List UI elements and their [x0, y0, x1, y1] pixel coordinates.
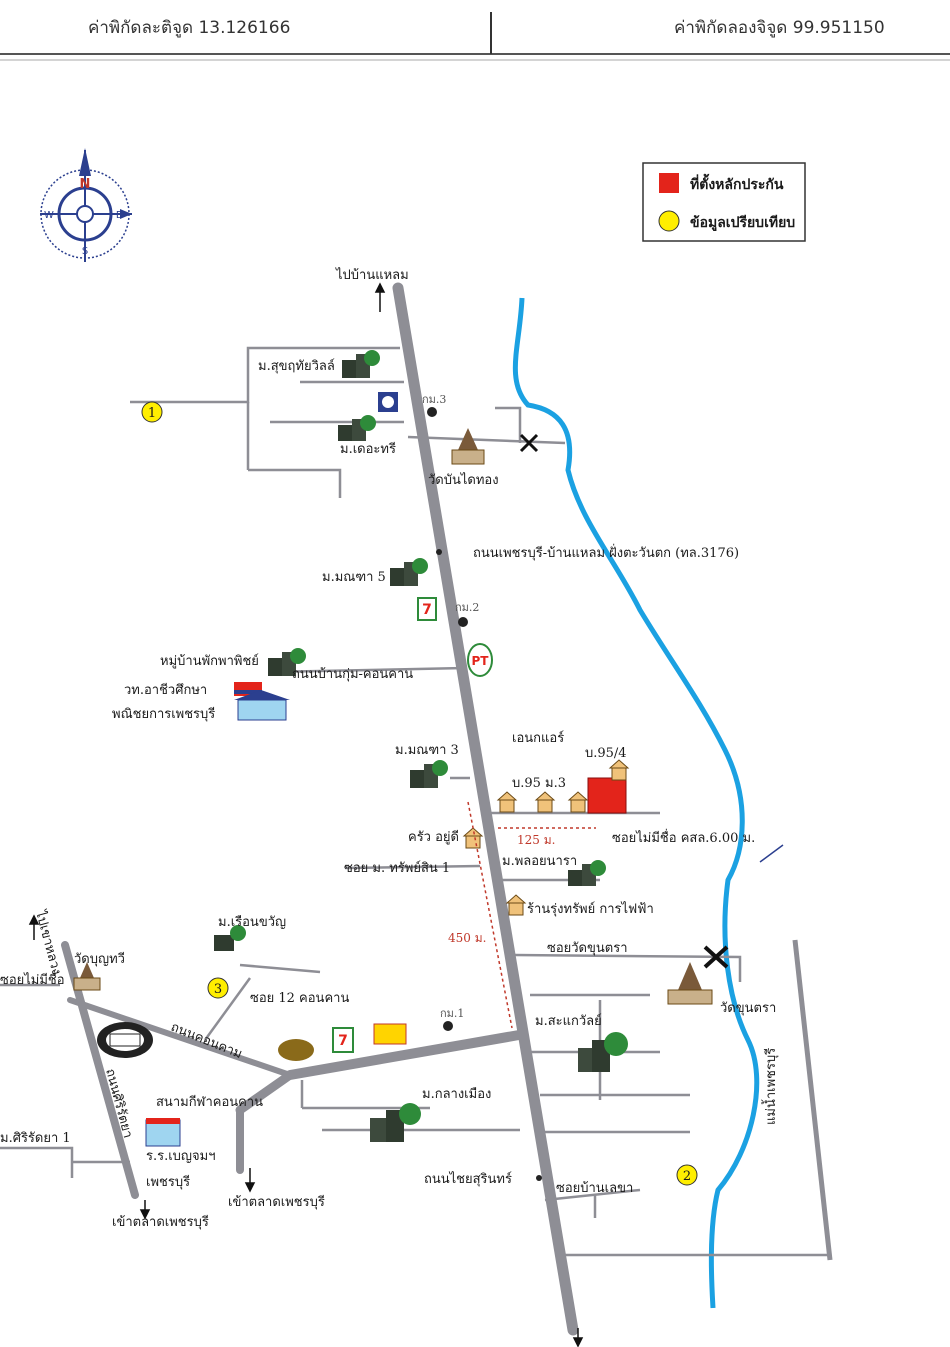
stadium-icon: [97, 1022, 153, 1058]
legend-comparable-label: ข้อมูลเปรียบเทียบ: [690, 215, 795, 231]
label-wat-boon: วัดบุญทวี: [74, 951, 125, 967]
main-road: [392, 282, 579, 1336]
label-to-left: ไปเขาหลวง: [32, 908, 65, 976]
seven-eleven-icon: 7: [417, 597, 437, 621]
label-km3: กม.3: [422, 393, 446, 406]
label-ruangsap: ร้านรุ่งทรัพย์ การไฟฟ้า: [527, 901, 654, 917]
km1-marker: [443, 1021, 453, 1031]
school-icon: [145, 1118, 181, 1147]
compass-s: S: [82, 246, 88, 257]
label-river: แม่น้ำเพชรบุรี: [761, 1048, 779, 1125]
khon-road-west: [235, 1070, 295, 1115]
comparable-3-num: 3: [214, 982, 222, 997]
label-market-1: เข้าตลาดเพชรบุรี: [228, 1194, 325, 1210]
temple-icon: [451, 428, 485, 465]
label-soi12: ซอย 12 คอนคาน: [250, 991, 349, 1006]
village-icons: [214, 350, 628, 1142]
seven-eleven-text: 7: [422, 602, 432, 618]
label-stadium: สนามกีฬาคอนคาน: [156, 1094, 263, 1110]
temple-icon-3: [73, 962, 101, 991]
label-college-2: พณิชยการเพชรบุรี: [112, 706, 215, 722]
label-college-1: วท.อาชีวศึกษา: [124, 682, 207, 698]
river: [512, 297, 760, 1309]
dragon-logo-icon: [278, 1039, 314, 1061]
seven-eleven-icon-2: 7: [332, 1027, 354, 1053]
side-roads: [0, 346, 833, 1261]
legend-comparable-marker: [658, 210, 680, 232]
compass-w: W: [44, 210, 54, 221]
label-ruean: ม.เรือนขวัญ: [218, 914, 286, 930]
label-wat-khun: วัดขุนตรา: [720, 1001, 776, 1016]
legend: ที่ตั้งหลักประกัน ข้อมูลเปรียบเทียบ: [642, 162, 806, 242]
label-soi-left: ซอยไม่มีชื่อ: [0, 971, 65, 988]
comparable-2-num: 2: [683, 1169, 691, 1184]
label-soi-ban: ซอยบ้านเลขา: [556, 1181, 633, 1196]
label-market-2: เข้าตลาดเพชรบุรี: [112, 1214, 209, 1230]
label-krua: ครัว อยู่ดี: [408, 829, 459, 845]
label-soi-sap: ซอย ม. ทรัพย์สิน 1: [344, 860, 450, 876]
label-main-road: ถนนเพชรบุรี-บ้านแหลม ฝั่งตะวันตก (ทล.317…: [473, 544, 739, 561]
label-ploy: ม.พลอยนารา: [502, 854, 577, 869]
comparable-1-marker: [141, 401, 163, 423]
label-klang: ม.กลางเมือง: [422, 1086, 491, 1102]
longitude-text: ค่าพิกัดลองจิจูด 99.951150: [674, 18, 885, 38]
label-suk-hathai: ม.สุขฤทัยวิลล์: [258, 358, 335, 374]
arrow-icons: [28, 282, 784, 1347]
label-chai: ถนนไชยสุรินทร์: [424, 1171, 512, 1187]
label-dist450: 450 ม.: [448, 931, 486, 945]
label-km1: กม.1: [440, 1007, 464, 1020]
latitude-text: ค่าพิกัดละติจูด 13.126166: [88, 18, 291, 38]
label-soi-wat: ซอยวัดขุนตรา: [547, 941, 628, 956]
road-label-pin: [436, 549, 442, 555]
comparable-3-marker: [207, 977, 229, 999]
label-dist125: 125 ม.: [517, 833, 555, 847]
comparable-2-marker: [676, 1164, 698, 1186]
label-b95-4: บ.95/4: [585, 746, 627, 761]
label-school-2: เพชรบุรี: [146, 1174, 190, 1190]
label-manja5: ม.มณฑา 5: [322, 570, 386, 585]
km2-marker: [458, 617, 468, 627]
bridge-icon: [519, 433, 539, 453]
bridge-icon-2: [703, 945, 729, 969]
pt-text: PT: [472, 654, 490, 668]
pt-station-icon: PT: [467, 643, 493, 677]
seven-eleven-text-2: 7: [338, 1033, 348, 1049]
legend-subject-marker: [659, 173, 679, 193]
district-seal-icon: [378, 392, 398, 412]
label-school-1: ร.ร.เบญจมฯ: [146, 1149, 216, 1164]
dimension-450: [467, 801, 513, 1029]
label-the-tree: ม.เดอะทรี: [340, 441, 396, 457]
temple-icon-2: [667, 962, 713, 1005]
compass-icon: N S E W: [40, 148, 132, 262]
kon-kham-road: [67, 997, 293, 1078]
label-b95-m3: บ.95 ม.3: [512, 776, 566, 791]
college-icon: [234, 682, 290, 721]
compass-e: E: [116, 210, 122, 221]
subject-property-marker: [587, 777, 627, 814]
legend-subject-label: ที่ตั้งหลักประกัน: [690, 173, 784, 193]
khon-road: [285, 1030, 524, 1080]
label-siri: ม.ศิริรัดยา 1: [0, 1131, 71, 1146]
label-to-ban-laem: ไปบ้านแหลม: [335, 267, 409, 283]
comparable-1-num: 1: [148, 406, 156, 421]
label-manja3: ม.มณฑา 3: [395, 743, 459, 758]
label-wat-bandai: วัดบันไดทอง: [428, 472, 499, 488]
label-enoki: เอนกแอร์: [512, 730, 564, 746]
label-km2: กม.2: [455, 601, 479, 614]
label-soi-noname: ซอยไม่มีชื่อ คสล.6.00 ม.: [612, 829, 755, 846]
compass-n: N: [80, 177, 91, 192]
km3-marker: [427, 407, 437, 417]
label-sakaew: ม.สะแกวัลย์: [535, 1013, 602, 1029]
store-sign-icon: [373, 1023, 407, 1045]
label-road-bankum: ถนนบ้านกุ่ม-คอนคาน: [292, 667, 413, 682]
header-bar: ค่าพิกัดละติจูด 13.126166 ค่าพิกัดลองจิจ…: [0, 0, 950, 56]
label-phakphaphit: หมู่บ้านพักพาพิชย์: [160, 653, 259, 669]
label-road-khon: ถนนคอนคาม: [169, 1020, 245, 1062]
house-icons: [462, 759, 630, 916]
road-label-pin-2: [536, 1175, 542, 1181]
